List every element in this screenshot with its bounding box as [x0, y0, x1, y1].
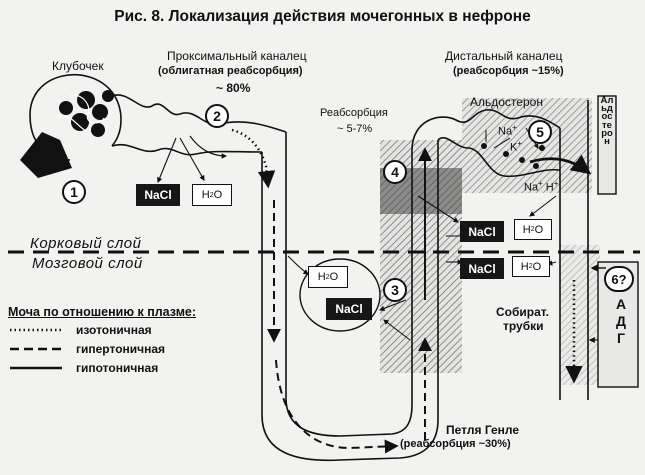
- nacl-box-distal-cortex: NaCl: [460, 221, 504, 242]
- distal-tubule-top: [411, 109, 561, 151]
- arrow-distal-nacl: [417, 195, 459, 223]
- distal-subtitle: (реабсорбция ~15%): [453, 65, 564, 77]
- medulla-label: Мозговой слой: [32, 255, 143, 272]
- cortex-label: Корковый слой: [30, 235, 142, 252]
- adh-bar-upper: [597, 95, 617, 195]
- marker-4: 4: [383, 160, 407, 184]
- proximal-percent: ~ 80%: [216, 81, 251, 95]
- figure-title: Рис. 8. Локализация действия мочегонных …: [114, 8, 531, 25]
- arrow-distal-water: [529, 195, 557, 217]
- loop-bottom-outer: [261, 140, 439, 462]
- distal-title: Дистальный каналец: [445, 49, 563, 63]
- proximal-tubule-upper: [111, 94, 287, 133]
- marker-5: 5: [528, 120, 552, 144]
- distal-tubule-bottom: [437, 137, 561, 178]
- na-h-ion-label: Na+ H+: [524, 179, 559, 194]
- nacl-box-loop: NaCl: [326, 298, 372, 320]
- collecting-label-1: Собират.: [496, 305, 549, 319]
- na-ion-label: Na+: [498, 123, 517, 138]
- marker-6: 6?: [604, 266, 634, 292]
- arrow-loop-nacl: [378, 299, 407, 311]
- collecting-duct-zone: [560, 245, 600, 385]
- arrow-prox-nacl: [157, 137, 177, 184]
- loop-exchange-ellipse: [299, 258, 381, 332]
- loop-title: Петля Генле: [446, 423, 520, 437]
- marker-1: 1: [62, 180, 86, 204]
- arrow-prox-2: [189, 135, 228, 159]
- adh-label: АДГ: [615, 296, 627, 346]
- proximal-title: Проксимальный каналец: [167, 49, 307, 63]
- marker-3: 3: [383, 278, 407, 302]
- nacl-box-proximal: NaCl: [136, 184, 180, 206]
- legend-header: Моча по отношению к плазме:: [8, 305, 197, 319]
- glomerulus-label: Клубочек: [52, 59, 104, 73]
- reabsorption-percent: ~ 5-7%: [337, 123, 373, 135]
- glomerulus-capsule: [20, 74, 122, 178]
- arrow-prox-water: [179, 137, 205, 181]
- loop-flow-dashed: [275, 359, 399, 454]
- k-ion-label: K+: [510, 139, 523, 154]
- reabsorption-title: Реабсорбция: [320, 107, 388, 119]
- proximal-flow-dotted: [231, 128, 276, 189]
- proximal-tubule-lower: [111, 143, 263, 156]
- marker-2: 2: [205, 104, 229, 128]
- loop-bottom-inner: [285, 150, 413, 437]
- legend-hypertonic: гипертоничная: [76, 342, 166, 356]
- aldosterone-label: Альдостерон: [470, 95, 543, 109]
- arrow-loop-water: [287, 255, 309, 275]
- arrow-loop-nacl-2: [383, 319, 411, 341]
- collecting-label-2: трубки: [503, 319, 544, 333]
- nacl-box-medulla: NaCl: [460, 258, 504, 279]
- legend-isotonic: изотоничная: [76, 323, 152, 337]
- aldosterone-vertical-label: Альдостерон: [600, 95, 614, 148]
- legend-hypotonic: гипотоничная: [76, 361, 159, 375]
- loop-subtitle: (реабсорбция ~30%): [400, 438, 511, 450]
- proximal-subtitle: (облигатная реабсорбция): [158, 65, 303, 77]
